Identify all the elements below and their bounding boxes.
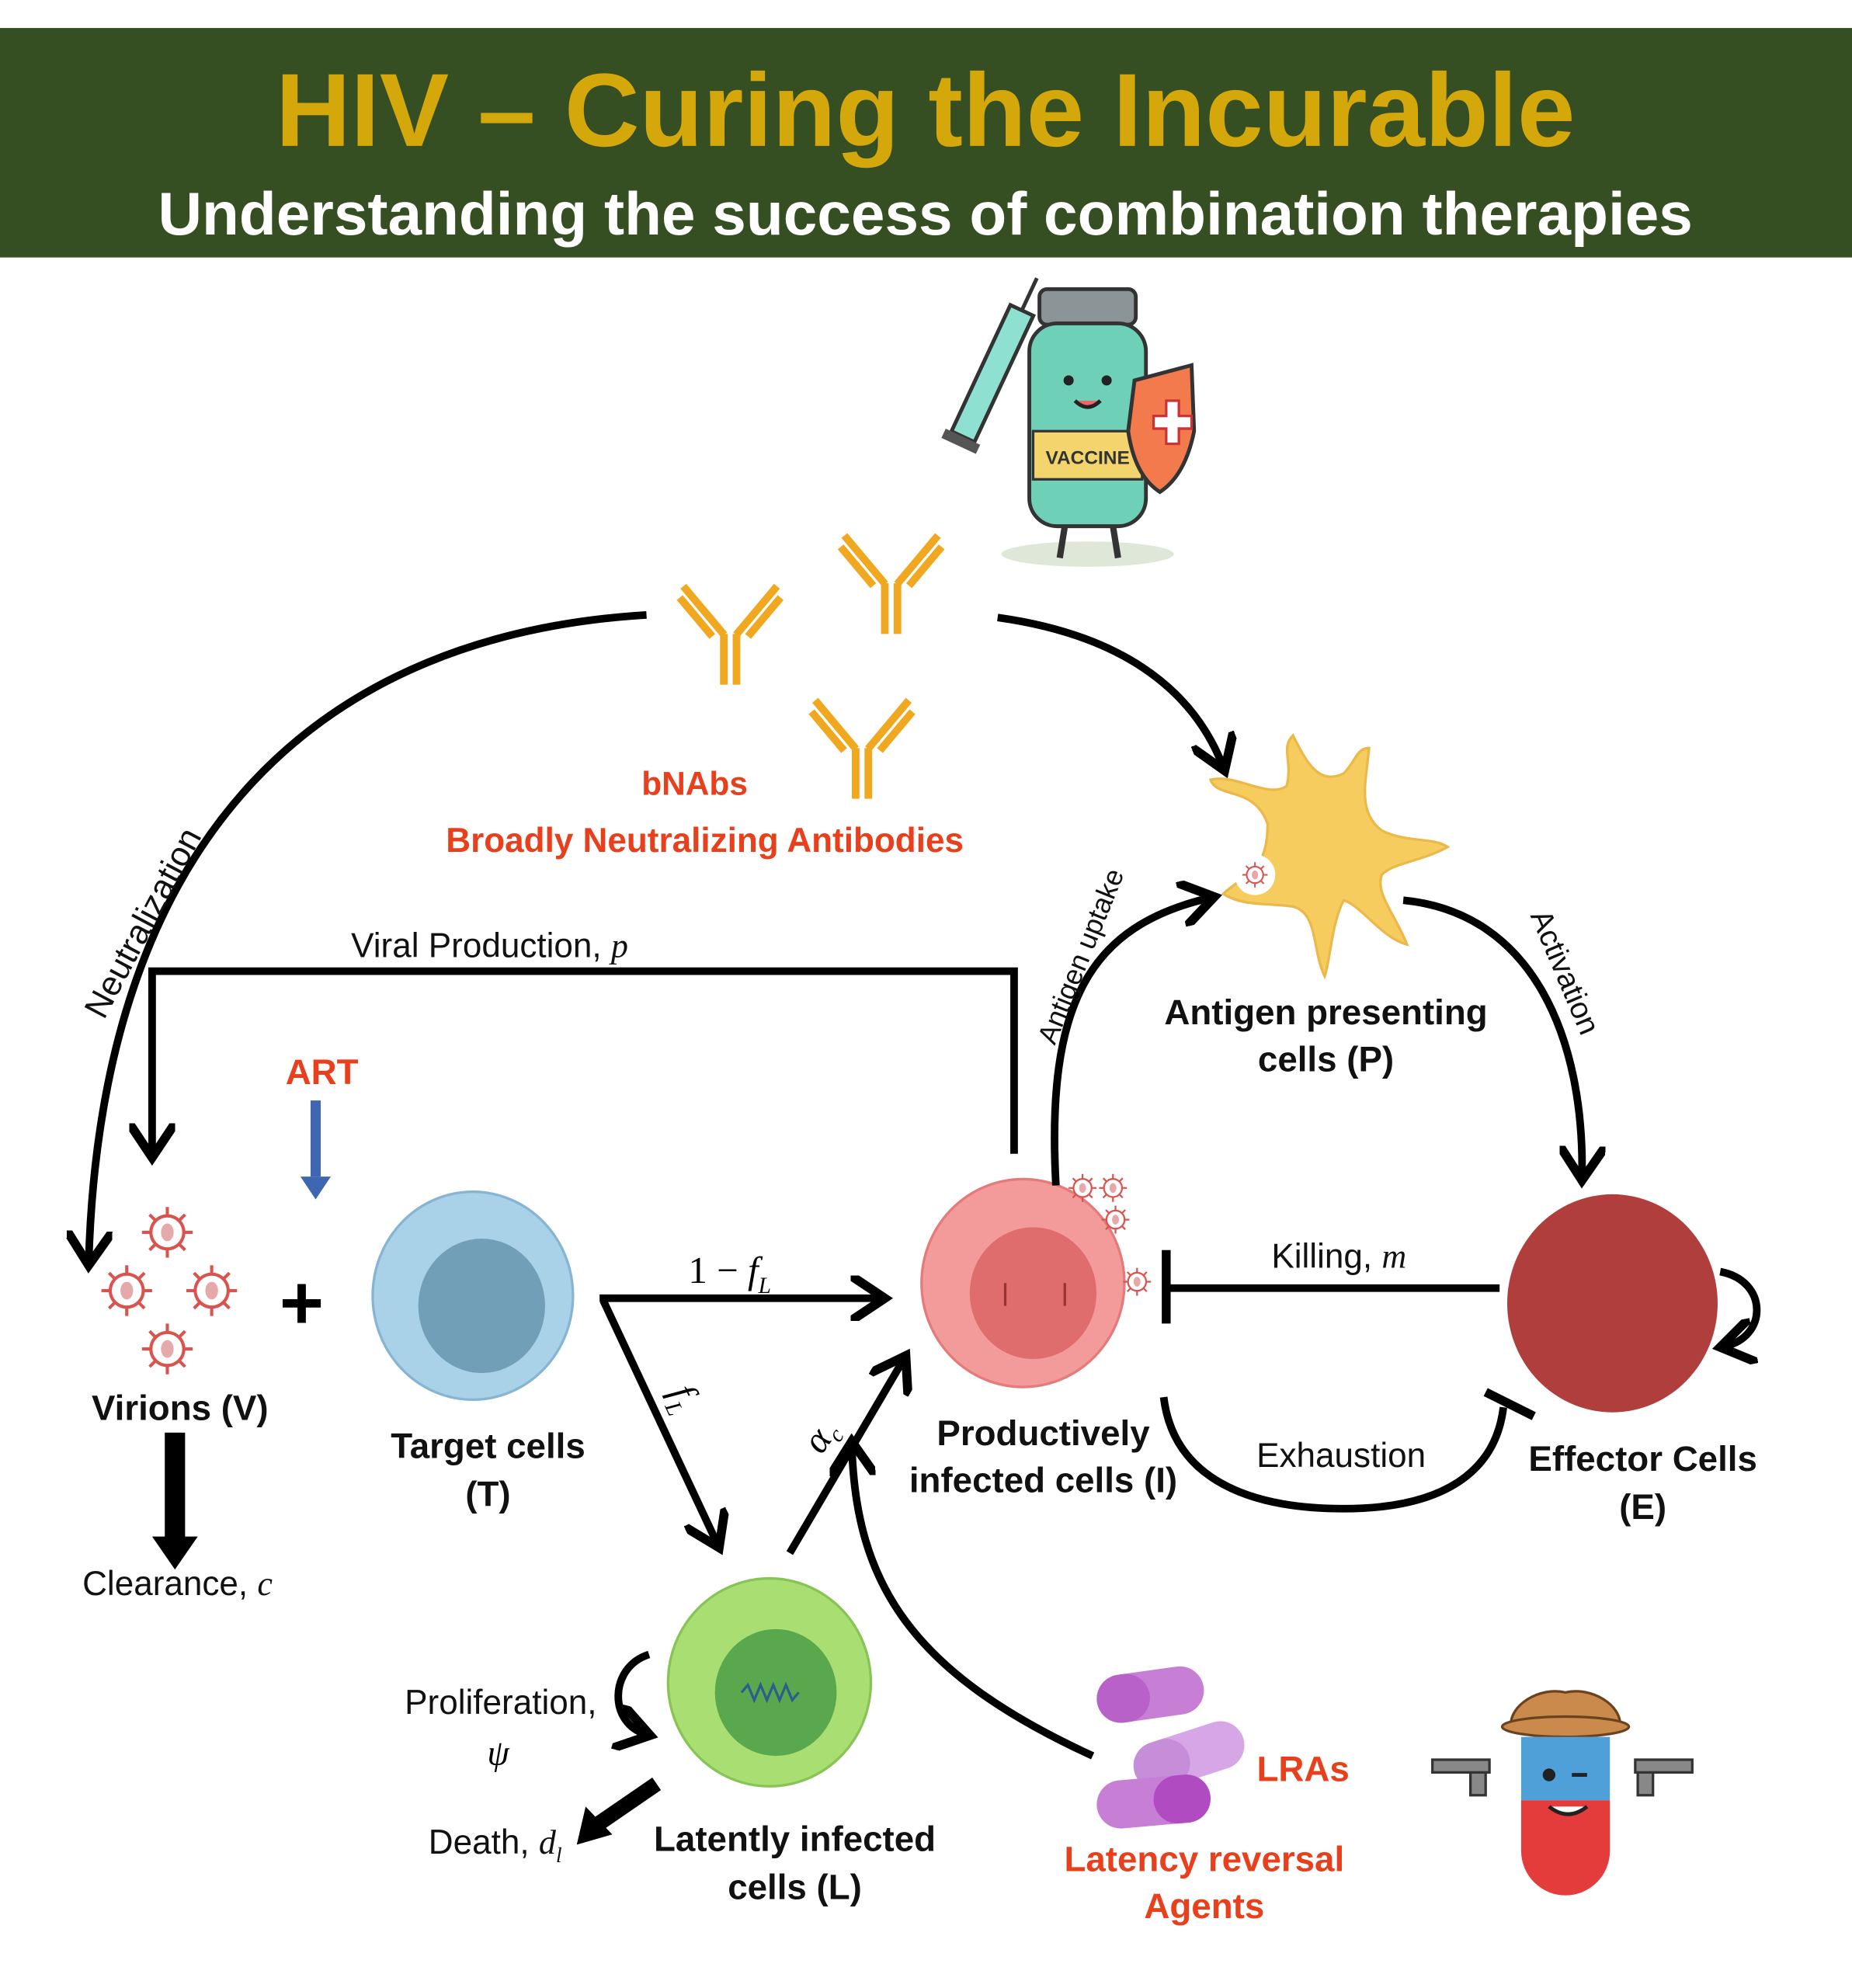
death-arrow <box>576 1777 662 1845</box>
cowboy-pill-mascot-icon <box>1431 1690 1694 1896</box>
activation-label: Activation <box>1524 905 1606 1040</box>
lras-long-label-2: Agents <box>1144 1886 1264 1926</box>
neutralization-arrow <box>89 611 647 1262</box>
viral-production-arrow <box>152 967 1018 1154</box>
killing-inhibition-arrow <box>1162 1249 1500 1324</box>
death-label: Death, dl <box>429 1823 562 1868</box>
target-cells-symbol: (T) <box>465 1475 510 1514</box>
infection-latent-arrow <box>599 1298 718 1544</box>
vaccine-mascot-icon: VACCINE <box>941 277 1197 567</box>
viral-production-label: Viral Production, p <box>351 927 628 965</box>
lra-pills-icon <box>1096 1666 1245 1829</box>
killing-label: Killing, m <box>1271 1238 1406 1276</box>
proliferation-label: Proliferation, <box>405 1684 596 1722</box>
antigen-uptake-label: Antigen uptake <box>1031 864 1131 1048</box>
lra-arrow <box>852 1445 1095 1760</box>
lras-short-label: LRAs <box>1256 1750 1349 1789</box>
latent-cells-label: Latently infected <box>654 1819 936 1859</box>
page-subtitle: Understanding the success of combination… <box>158 179 1692 248</box>
apc-label-2: cells (P) <box>1258 1040 1394 1079</box>
lras-long-label: Latency reversal <box>1064 1840 1344 1879</box>
art-arrow <box>300 1100 332 1200</box>
productive-cells-label-2: infected cells (I) <box>909 1461 1177 1500</box>
neutralization-label: Neutralization <box>77 822 209 1024</box>
exhaustion-label: Exhaustion <box>1256 1437 1426 1475</box>
productive-cell-icon <box>920 1173 1152 1388</box>
virions-icon <box>102 1207 238 1374</box>
effector-cells-label: Effector Cells <box>1528 1439 1757 1479</box>
plus-icon: + <box>280 1260 324 1345</box>
bnabs-to-apc-arrow <box>997 613 1224 767</box>
fl-label: fL <box>655 1378 711 1420</box>
antibodies-icon <box>672 533 949 799</box>
art-label: ART <box>286 1052 359 1092</box>
activation-latent-arrow <box>786 1359 904 1555</box>
antigen-presenting-cell-icon <box>1208 733 1451 980</box>
exhaustion-inhibition-arrow <box>1159 1388 1536 1513</box>
one-minus-fl-label: 1 − fL <box>688 1249 771 1298</box>
activation-arrow <box>1402 896 1582 1176</box>
bnabs-short-label: bNAbs <box>641 766 748 802</box>
virions-label: Virions (V) <box>92 1388 269 1428</box>
effector-cell-icon <box>1506 1194 1718 1413</box>
antigen-uptake-arrow <box>1051 898 1211 1186</box>
target-cells-label: Target cells <box>391 1426 585 1465</box>
page-title: HIV – Curing the Incurable <box>276 53 1576 169</box>
psi-label: ψ <box>487 1733 510 1773</box>
vaccine-label: VACCINE <box>1045 448 1129 469</box>
apc-label: Antigen presenting <box>1164 992 1487 1032</box>
alpha-c-label: αc <box>794 1411 850 1463</box>
productive-cells-label: Productively <box>936 1413 1150 1453</box>
bnabs-long-label: Broadly Neutralizing Antibodies <box>446 822 964 860</box>
proliferation-arrow <box>618 1650 649 1735</box>
latent-cells-label-2: cells (L) <box>728 1868 862 1907</box>
latent-cell-icon <box>666 1576 873 1788</box>
target-cell-icon <box>371 1190 575 1402</box>
clearance-label: Clearance, c <box>82 1565 273 1603</box>
effector-cells-label-2: (E) <box>1619 1487 1666 1527</box>
effector-self-renewal-arrow <box>1720 1267 1761 1347</box>
header-banner <box>0 28 1852 258</box>
clearance-arrow <box>151 1432 198 1570</box>
